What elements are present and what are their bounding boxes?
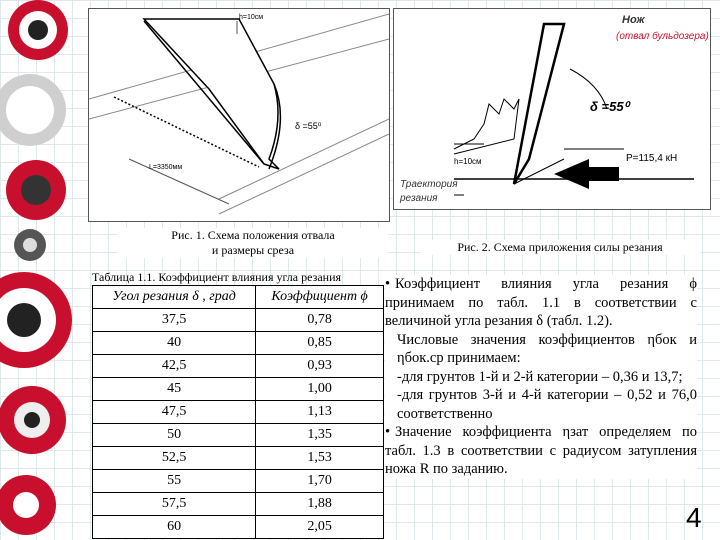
gear-icon [0,272,72,368]
table-cell-angle: 52,5 [91,446,257,470]
figure1-caption: Рис. 1. Схема положения отвала и размеры… [118,228,388,258]
table-cell-coef: 0,78 [255,308,384,332]
table-cell-angle: 37,5 [91,308,257,332]
paragraph-side-coefficients: Числовые значения коэффициентов ηбок и η… [397,331,697,367]
coefficient-table: Угол резания δ , град Коэффициент ϕ 37,5… [91,285,384,539]
figure1-caption-line1: Рис. 1. Схема положения отвала [171,228,335,242]
table-cell-coef: 0,93 [255,354,384,378]
table-cell-angle: 40 [91,331,257,355]
paragraph-bluntness: •Значение коэффициента ηзат определяем п… [385,423,697,479]
figure2-caption: Рис. 2. Схема приложения силы резания [420,240,700,255]
fig1-length-label: L=3350мм [149,164,182,171]
paragraph-soil-1-2: -для грунтов 1-й и 2-й категории – 0,36 … [397,368,683,385]
table-cell-coef: 1,00 [255,377,384,401]
table-cell-angle: 57,5 [91,492,257,516]
fig2-trajectory-label-line2: резания [399,193,438,204]
figure-cutting-force: Нож (отвал бульдозера) δ =55⁰ h=10см P=1… [393,8,711,210]
paragraph-bluntness-text: Значение коэффициента ηзат определяем по… [385,424,697,477]
fig2-knife-label: Нож [622,14,646,26]
table-header-coef: Коэффициент ϕ [255,285,384,309]
figure1-caption-line2: и размеры среза [211,243,295,257]
table-cell-coef: 1,88 [255,492,384,516]
paragraph-cutting-angle-text: Коэффициент влияния угла резания ϕ прини… [385,276,697,329]
explanation-text: •Коэффициент влияния угла резания ϕ прин… [385,275,697,479]
table-cell-coef: 0,85 [255,331,384,355]
table-cell-coef: 1,70 [255,469,384,493]
table-cell-angle: 55 [91,469,257,493]
fig2-trajectory-label-line1: Траектория [400,179,458,190]
table-cell-coef: 1,35 [255,423,384,447]
bullet-icon: • [385,276,391,292]
fig2-angle-label: δ =55⁰ [590,99,632,114]
table-cell-coef: 1,13 [255,400,384,424]
fig2-force-label: P=115,4 кН [626,153,677,164]
gear-icon [0,74,66,146]
gear-icon [6,160,66,220]
gear-icon [0,475,56,535]
table-header-angle: Угол резания δ , град [91,285,257,309]
fig2-blade-label: (отвал бульдозера) [616,30,709,42]
table-cell-angle: 45 [91,377,257,401]
paragraph-cutting-angle: •Коэффициент влияния угла резания ϕ прин… [385,275,697,331]
page-number: 4 [686,502,702,533]
table-cell-angle: 50 [91,423,257,447]
paragraph-soil-3-4: -для грунтов 3-й и 4-й категории – 0,52 … [397,387,697,422]
bullet-icon: • [385,424,391,440]
table-cell-coef: 1,53 [255,446,384,470]
table-cell-angle: 47,5 [91,400,257,424]
table-header-row: Угол резания δ , град Коэффициент ϕ [91,285,384,309]
figure-blade-position: h=10см L=3350мм δ =55⁰ [88,8,390,222]
decorative-gears-strip [0,0,72,535]
fig1-angle-label: δ =55⁰ [295,121,322,131]
table-cell-angle: 42,5 [91,354,257,378]
fig2-h-label: h=10см [454,157,482,166]
gear-icon [8,0,68,60]
gear-icon [0,386,66,454]
gear-icon [14,229,46,261]
table-cell-angle: 60 [91,515,257,539]
table-title: Таблица 1.1. Коэффициент влияния угла ре… [92,270,342,284]
fig1-h-label: h=10см [239,14,263,21]
table-cell-coef: 2,05 [255,515,384,539]
